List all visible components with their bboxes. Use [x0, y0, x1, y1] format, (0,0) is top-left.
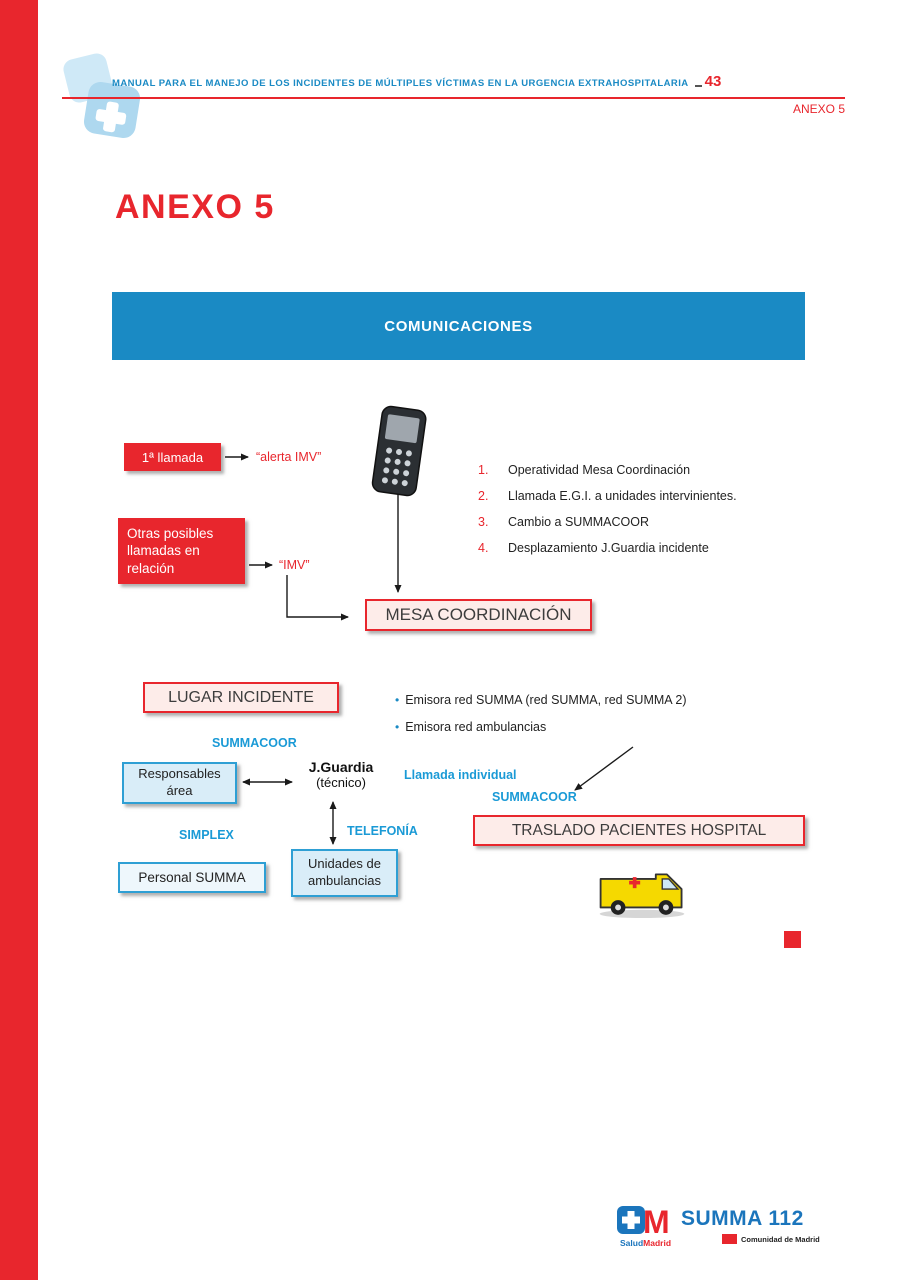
- personal-summa-box: Personal SUMMA: [118, 862, 266, 893]
- summa-112-brand: SUMMA 112: [681, 1207, 804, 1230]
- salud-madrid-wordmark: SaludMadrid: [620, 1238, 671, 1248]
- telefonia-label: TELEFONÍA: [347, 824, 418, 838]
- personal-summa-label: Personal SUMMA: [138, 870, 246, 885]
- comunidad-madrid-block: Comunidad de Madrid: [722, 1234, 820, 1244]
- lugar-incidente-box: LUGAR INCIDENTE: [143, 682, 339, 713]
- mobile-phone-icon: [370, 405, 428, 503]
- bullet-emisora-summa: Emisora red SUMMA (red SUMMA, red SUMMA …: [395, 693, 687, 709]
- jguardia-sub-label: (técnico): [316, 775, 366, 790]
- salud-text: Salud: [620, 1238, 644, 1248]
- responsables-area-label: Responsables área: [138, 766, 221, 798]
- page-title: ANEXO 5: [115, 188, 275, 226]
- step-2-number: 2.: [478, 489, 489, 503]
- bullet-emisora-ambulancias: Emisora red ambulancias: [395, 720, 546, 736]
- step-3: 3. Cambio a SUMMACOOR: [478, 515, 649, 529]
- jguardia-node: J.Guardia (técnico): [294, 759, 388, 790]
- header-dash: [694, 85, 702, 87]
- header-manual-title: MANUAL PARA EL MANEJO DE LOS INCIDENTES …: [112, 78, 689, 89]
- other-calls-box: Otras posibles llamadas en relación: [118, 518, 245, 584]
- simplex-label: SIMPLEX: [179, 828, 234, 842]
- ambulance-icon: [596, 860, 688, 925]
- step-3-number: 3.: [478, 515, 489, 529]
- step-1: 1. Operatividad Mesa Coordinación: [478, 463, 690, 477]
- bullet-emisora-summa-text: Emisora red SUMMA (red SUMMA, red SUMMA …: [405, 693, 687, 707]
- step-4: 4. Desplazamiento J.Guardia incidente: [478, 541, 709, 555]
- step-1-text: Operatividad Mesa Coordinación: [508, 463, 691, 477]
- svg-text:M: M: [643, 1205, 670, 1237]
- llamada-individual-label: Llamada individual: [404, 768, 517, 782]
- step-2-text: Llamada E.G.I. a unidades intervinientes…: [508, 489, 737, 503]
- header-rule: [62, 97, 845, 99]
- step-1-number: 1.: [478, 463, 489, 477]
- step-2: 2. Llamada E.G.I. a unidades intervinien…: [478, 489, 737, 503]
- summacoor-top-label: SUMMACOOR: [212, 736, 297, 750]
- traslado-pacientes-label: TRASLADO PACIENTES HOSPITAL: [511, 821, 767, 839]
- first-call-label: 1ª llamada: [141, 449, 204, 465]
- salud-madrid-cross-icon: M: [616, 1204, 680, 1242]
- bullet-emisora-ambulancias-text: Emisora red ambulancias: [405, 720, 547, 734]
- comunicaciones-banner: COMUNICACIONES: [112, 292, 805, 360]
- mesa-coordinacion-label: MESA COORDINACIÓN: [385, 605, 572, 624]
- red-square-marker: [784, 931, 801, 948]
- banner-label: COMUNICACIONES: [384, 317, 533, 335]
- madrid-text: Madrid: [643, 1238, 672, 1248]
- unidades-ambulancias-label: Unidades de ambulancias: [308, 856, 381, 888]
- traslado-pacientes-box: TRASLADO PACIENTES HOSPITAL: [473, 815, 805, 846]
- first-call-box: 1ª llamada: [124, 443, 221, 471]
- step-4-number: 4.: [478, 541, 489, 555]
- manual-logo: [56, 52, 144, 149]
- alerta-imv-label: “alerta IMV”: [256, 450, 322, 464]
- imv-label: “IMV”: [279, 558, 310, 572]
- comunidad-madrid-flag-icon: [722, 1234, 737, 1244]
- step-4-text: Desplazamiento J.Guardia incidente: [508, 541, 709, 555]
- jguardia-label: J.Guardia: [308, 759, 374, 775]
- summacoor-right-label: SUMMACOOR: [492, 790, 577, 804]
- mesa-coordinacion-box: MESA COORDINACIÓN: [365, 599, 592, 631]
- responsables-area-box: Responsables área: [122, 762, 237, 804]
- left-red-bar: [0, 0, 38, 1280]
- header-annex-label: ANEXO 5: [792, 102, 845, 116]
- unidades-ambulancias-box: Unidades de ambulancias: [291, 849, 398, 897]
- other-calls-label: Otras posibles llamadas en relación: [127, 525, 214, 576]
- comunidad-madrid-text: Comunidad de Madrid: [741, 1234, 820, 1244]
- page-number: 43: [704, 73, 722, 90]
- lugar-incidente-label: LUGAR INCIDENTE: [168, 688, 314, 706]
- step-3-text: Cambio a SUMMACOOR: [508, 515, 649, 529]
- header: MANUAL PARA EL MANEJO DE LOS INCIDENTES …: [112, 74, 850, 89]
